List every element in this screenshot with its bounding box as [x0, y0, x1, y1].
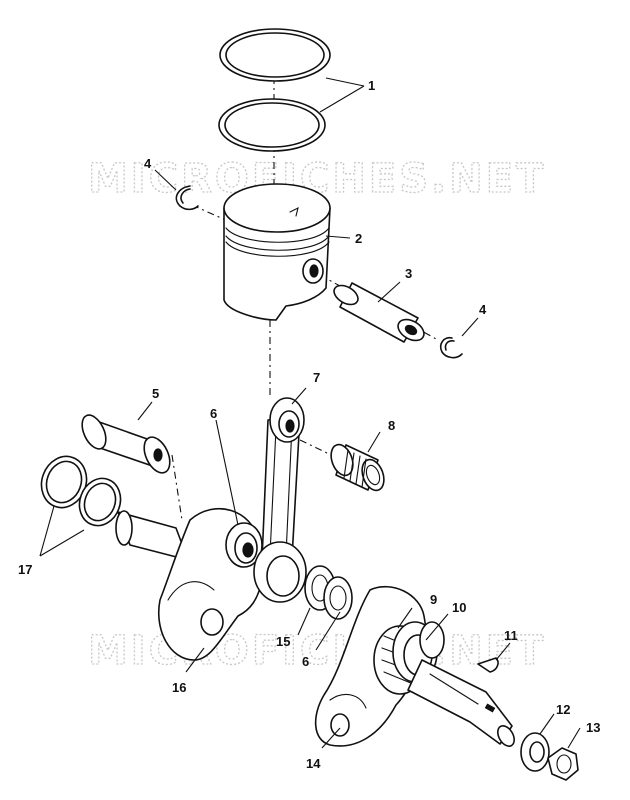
piston-pin [333, 282, 425, 343]
crank-half-left [115, 507, 263, 661]
callout-12: 12 [556, 702, 570, 717]
needle-bearing [330, 443, 385, 492]
nut [547, 747, 579, 781]
callout-3: 3 [405, 266, 412, 281]
piston-rings [218, 28, 331, 152]
o-rings [40, 455, 122, 527]
leader-lines [39, 77, 581, 749]
callout-1: 1 [368, 78, 375, 93]
callout-11: 11 [504, 628, 518, 643]
thrust-washers-and-bearing [304, 565, 353, 620]
callout-2: 2 [355, 231, 362, 246]
circlip-left [175, 185, 199, 211]
callout-6-top: 6 [210, 406, 217, 421]
watermark-bottom: MICROFICHES.NET [88, 628, 546, 674]
output-shaft [407, 659, 515, 747]
callout-9: 9 [430, 592, 437, 607]
callout-4-right: 4 [479, 302, 487, 317]
callout-13: 13 [586, 720, 600, 735]
callout-4-left: 4 [144, 156, 152, 171]
callout-5: 5 [152, 386, 159, 401]
callout-10: 10 [452, 600, 466, 615]
callout-6-bottom: 6 [302, 654, 309, 669]
callout-15: 15 [276, 634, 290, 649]
callout-8: 8 [388, 418, 395, 433]
circlip-right [439, 336, 463, 359]
connecting-rod [253, 397, 307, 603]
callouts: 1 2 3 4 4 5 6 6 7 8 9 10 11 12 13 14 15 … [18, 78, 600, 771]
woodruff-key [477, 657, 499, 673]
callout-7: 7 [313, 370, 320, 385]
crank-pin [81, 414, 171, 474]
piston [223, 183, 331, 321]
callout-17: 17 [18, 562, 32, 577]
washer [520, 732, 550, 772]
callout-16: 16 [172, 680, 186, 695]
callout-14: 14 [306, 756, 321, 771]
